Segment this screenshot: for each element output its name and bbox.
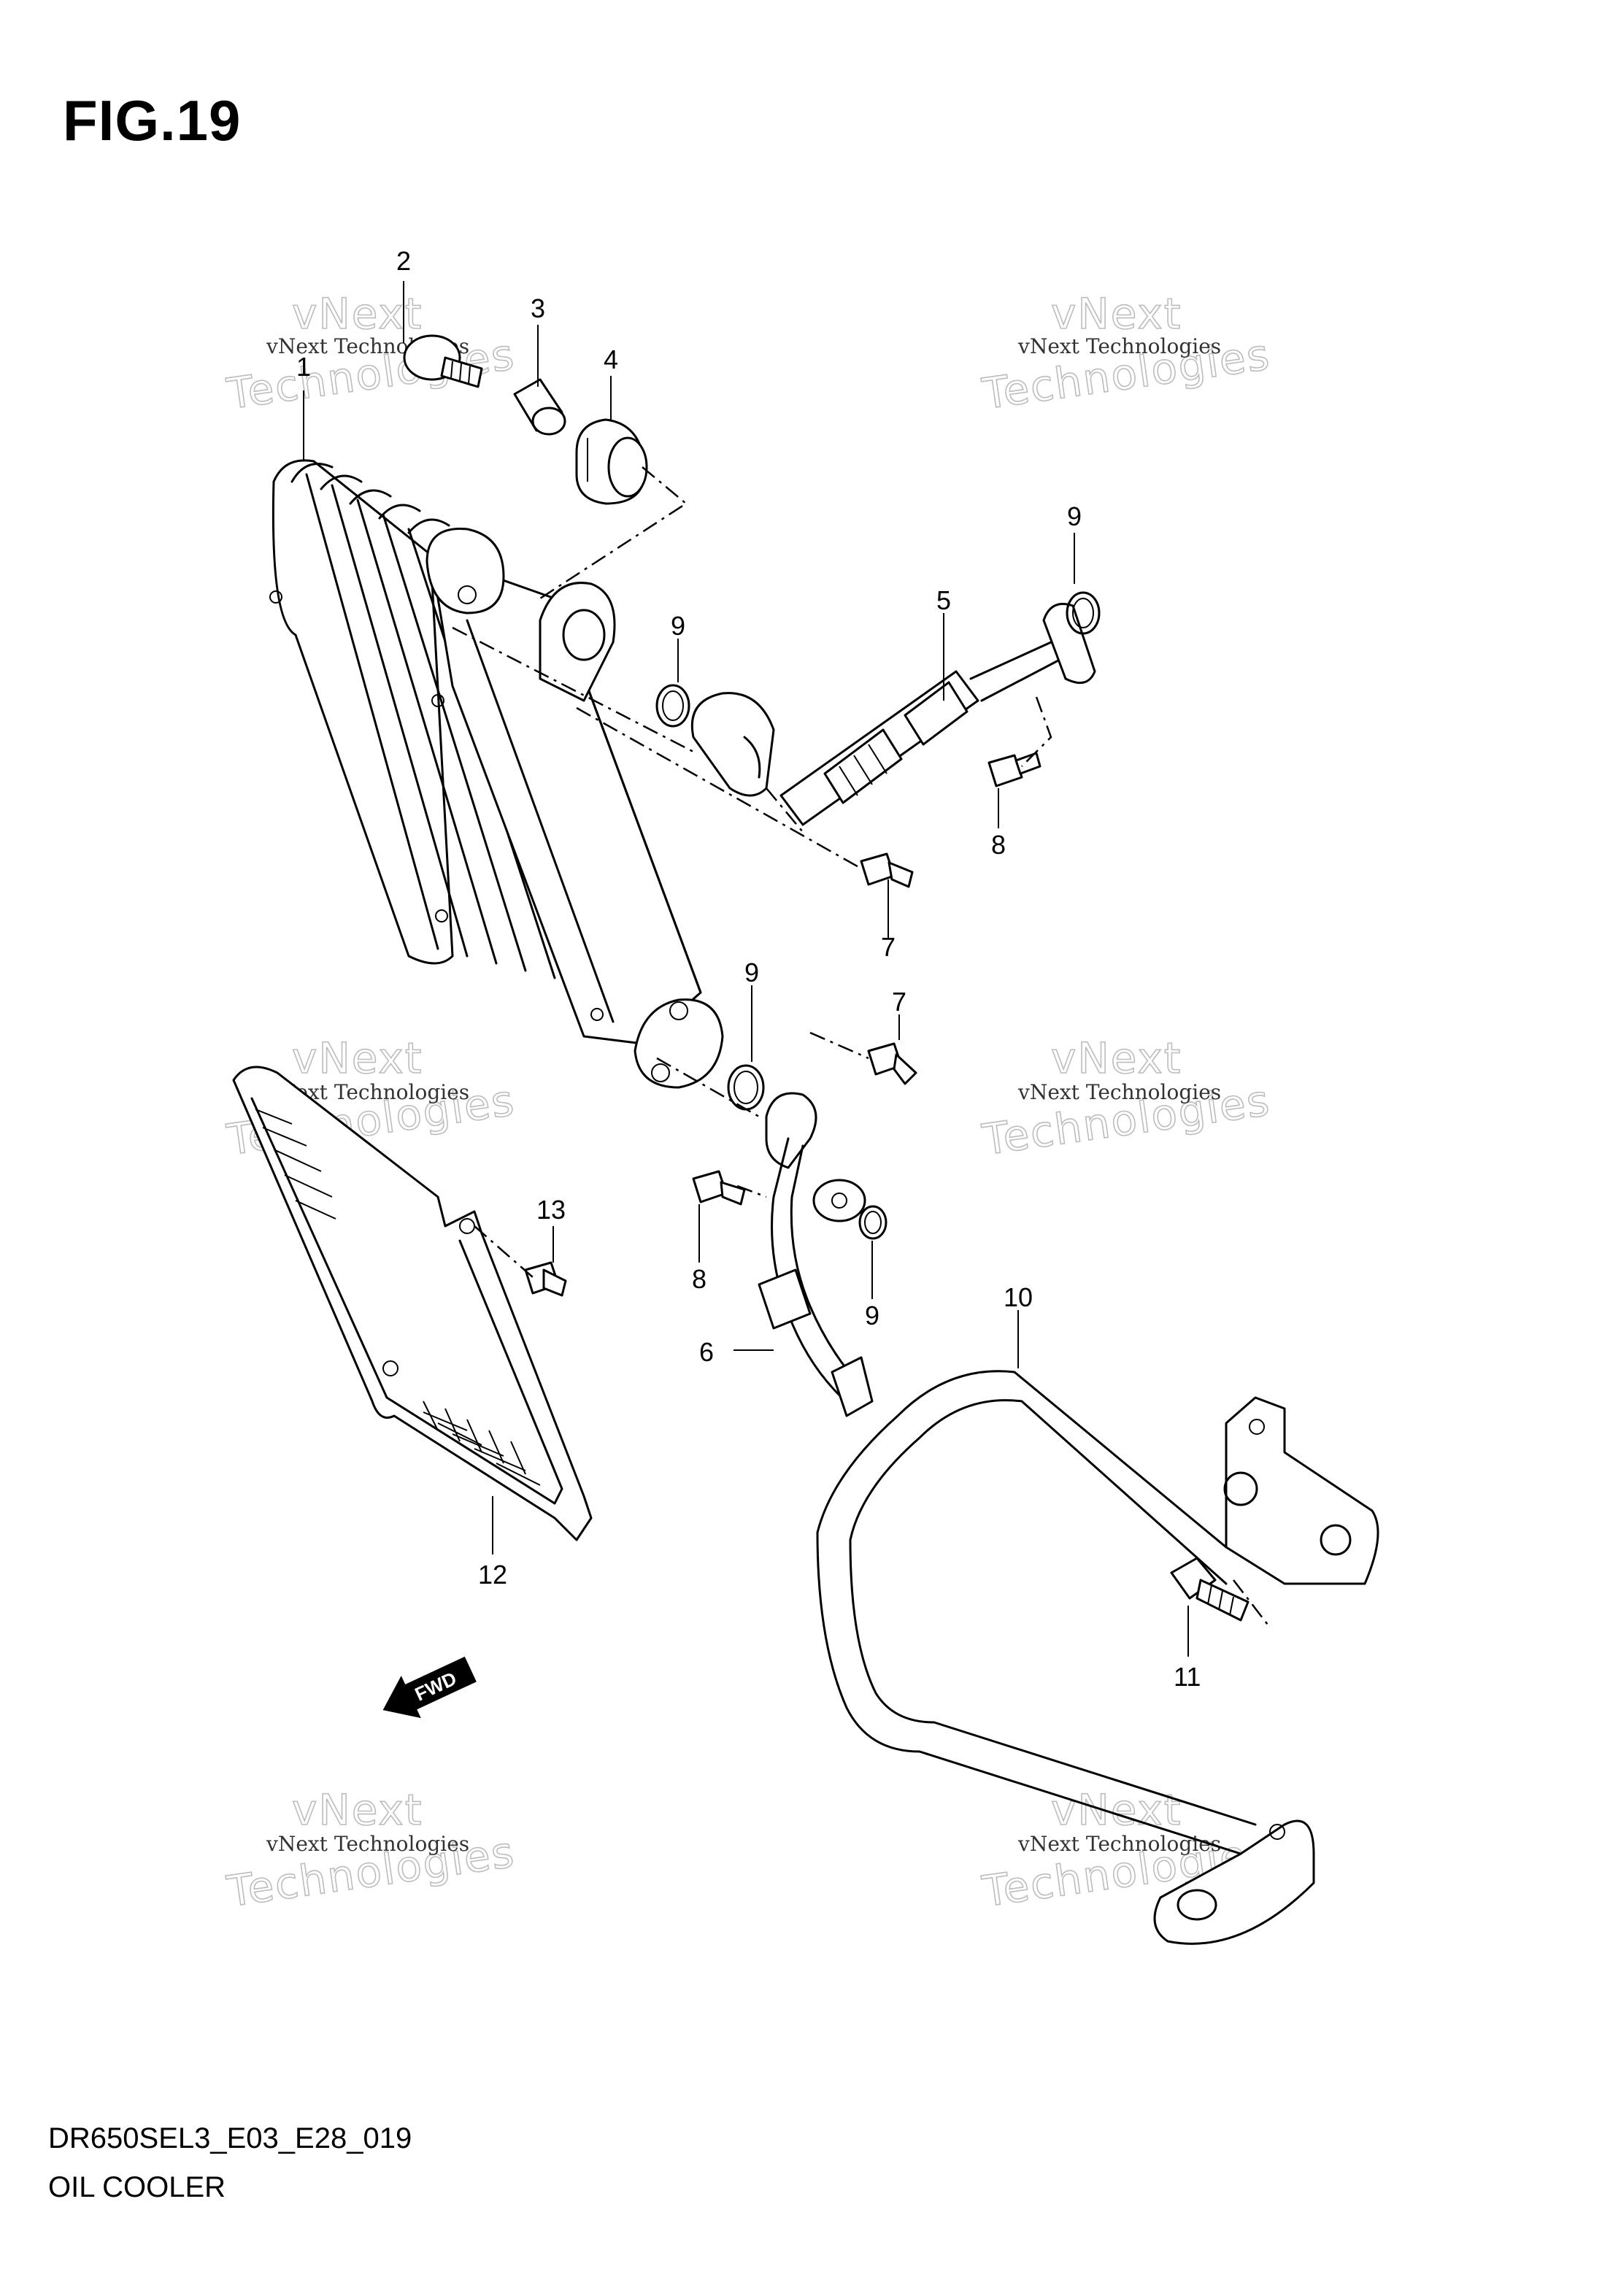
- oil-cooler-part-1: [269, 459, 724, 1089]
- callout-13: 13: [536, 1195, 566, 1225]
- bolt-part-2: [403, 334, 483, 388]
- o-ring-part-9-d: [858, 1205, 887, 1240]
- bolt-part-13: [524, 1261, 567, 1297]
- bolt-part-8-lower: [692, 1170, 746, 1206]
- callout-1: 1: [296, 352, 311, 382]
- bolt-part-8-upper: [987, 752, 1041, 787]
- svg-text:vNext: vNext: [1051, 1785, 1182, 1835]
- callout-labels: 1 2 3 4 5 9 9 8 7 7 9 13 8 9 6 10 12 11: [296, 246, 1201, 1692]
- svg-text:vNext: vNext: [292, 1785, 423, 1835]
- oil-hose-part-6: [758, 1092, 874, 1417]
- bolt-part-11: [1170, 1557, 1250, 1622]
- callout-9b: 9: [671, 611, 685, 641]
- leader-lines: [303, 281, 1189, 1657]
- svg-text:vNext Technologies: vNext Technologies: [1017, 1080, 1221, 1104]
- svg-text:vNext Technologies: vNext Technologies: [1017, 334, 1221, 358]
- callout-9a: 9: [1067, 501, 1082, 531]
- diagram-code: DR650SEL3_E03_E28_019: [48, 2122, 412, 2154]
- grommet-part-4: [575, 418, 648, 505]
- watermark-top-left: vNext Technologies vNext Technologies: [223, 288, 519, 420]
- callout-4: 4: [604, 344, 618, 374]
- svg-text:vNext Technologies: vNext Technologies: [266, 1832, 469, 1856]
- callout-7a: 7: [881, 932, 896, 962]
- o-ring-part-9-b: [1066, 591, 1101, 635]
- o-ring-part-9-a: [655, 684, 690, 728]
- oil-hose-part-5: [690, 603, 1096, 826]
- guard-bar-part-10: [816, 1370, 1379, 1945]
- callout-3: 3: [531, 293, 545, 323]
- callout-2: 2: [396, 246, 411, 276]
- callout-9d: 9: [865, 1301, 879, 1330]
- callout-9c: 9: [744, 958, 759, 987]
- bolt-part-7-lower: [867, 1042, 917, 1085]
- assembly-lines: [452, 466, 1271, 1628]
- svg-text:vNext: vNext: [292, 289, 423, 339]
- callout-7b: 7: [892, 987, 906, 1017]
- callout-5: 5: [936, 585, 951, 615]
- forward-direction-arrow: FWD: [382, 1656, 477, 1719]
- svg-text:vNext: vNext: [292, 1033, 423, 1083]
- diagram-name: OIL COOLER: [48, 2171, 226, 2203]
- callout-6: 6: [699, 1337, 714, 1367]
- callout-10: 10: [1004, 1282, 1033, 1312]
- callout-8b: 8: [692, 1264, 706, 1294]
- cooler-guard-part-12: [232, 1066, 593, 1541]
- callout-11: 11: [1174, 1662, 1201, 1692]
- collar-part-3: [513, 378, 566, 436]
- callout-12: 12: [478, 1560, 507, 1590]
- callout-8a: 8: [991, 830, 1006, 860]
- o-ring-part-9-c: [727, 1064, 765, 1111]
- svg-text:vNext: vNext: [1051, 1033, 1182, 1083]
- watermark-top-right: vNext Technologies vNext Technologies: [979, 288, 1274, 420]
- svg-text:vNext: vNext: [1051, 289, 1182, 339]
- figure-title: FIG.19: [63, 88, 242, 153]
- svg-text:vNext Technologies: vNext Technologies: [1017, 1832, 1221, 1856]
- watermark-bottom-left: vNext Technologies vNext Technologies: [223, 1784, 519, 1917]
- bolt-part-7-upper: [860, 852, 914, 888]
- watermark-mid-right: vNext Technologies vNext Technologies: [979, 1033, 1274, 1166]
